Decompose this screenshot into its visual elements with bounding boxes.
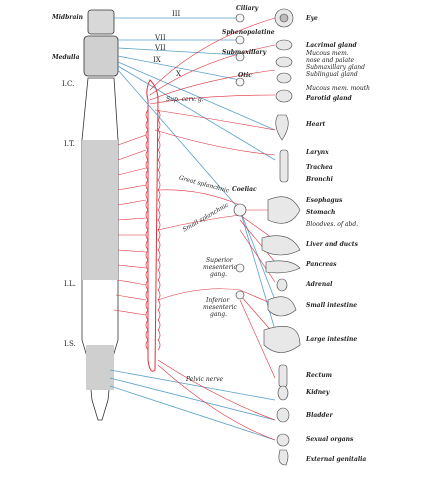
label-ciliary: Ciliary [236, 6, 258, 12]
organ-label-bladder: Bladder [306, 413, 333, 419]
otic-ganglion [236, 78, 244, 86]
nose-shape [276, 57, 292, 67]
superior-mesenteric-ganglion [236, 264, 244, 272]
label-il: I.L. [64, 280, 76, 288]
label-infmes-3: gang. [210, 312, 227, 318]
organ-label-stomach: Stomach [306, 210, 335, 216]
label-submaxillary: Submaxillary [222, 50, 266, 56]
stomach-shape [268, 197, 300, 224]
organ-label-esophagus: Esophagus [306, 198, 342, 204]
small-intestine-shape [268, 297, 296, 316]
parotid-shape [276, 90, 292, 102]
label-pelvic-nerve: Pelvic nerve [186, 377, 223, 383]
label-ic: I.C. [62, 80, 74, 88]
organ-label-sexual-organs: Sexual organs [306, 437, 353, 443]
organ-label-bronchi: Bronchi [306, 177, 333, 183]
organ-label-heart: Heart [306, 122, 325, 128]
pancreas-shape [266, 261, 300, 273]
coeliac-ganglion [234, 204, 246, 216]
sacral-shading [86, 345, 114, 390]
thoracolumbar-shading [82, 140, 118, 280]
inferior-mesenteric-ganglion [236, 291, 244, 299]
kidney-shape [278, 386, 288, 400]
organ-label-parotid: Parotid gland [306, 96, 352, 102]
organ-label-rectum: Rectum [306, 373, 332, 379]
medulla-segment [84, 36, 118, 76]
trachea-shape [280, 150, 288, 182]
lacrimal-shape [276, 40, 292, 50]
label-supmes-3: gang. [210, 272, 227, 278]
organ-label-trachea: Trachea [306, 165, 333, 171]
label-sup-cerv: Sup. cerv. g. [166, 97, 204, 103]
spinal-cord [82, 10, 118, 420]
organ-label-lacrimal: Lacrimal gland [306, 43, 357, 49]
organ-label-small-intestine: Small intestine [306, 303, 357, 309]
label-nerve-vii: VII [155, 34, 166, 42]
label-nerve-vii2: VII [155, 44, 166, 52]
label-nerve-ix: IX [153, 56, 161, 64]
organ-label-sublingual: Sublingual gland [306, 72, 358, 78]
organ-label-eye: Eye [306, 16, 318, 22]
organ-label-adrenal: Adrenal [306, 282, 332, 288]
large-intestine-shape [264, 326, 300, 352]
label-it: I.T. [64, 140, 75, 148]
organ-label-larynx: Larynx [306, 150, 329, 156]
label-nerve-iii: III [172, 10, 180, 18]
bladder-shape [277, 408, 289, 422]
label-nerve-x: X [176, 70, 181, 78]
sphenopalatine-ganglion [236, 36, 244, 44]
organ-label-kidney: Kidney [306, 390, 329, 396]
label-otic: Otic [238, 73, 252, 79]
organ-label-liver: Liver and ducts [306, 242, 358, 248]
submax-gland-shape [277, 73, 291, 83]
organ-label-large-intestine: Large intestine [306, 337, 357, 343]
sexual-organs-shape [277, 434, 289, 446]
liver-shape [262, 236, 300, 255]
label-medulla: Medulla [52, 55, 79, 61]
ciliary-ganglion [236, 14, 244, 22]
heart-shape [276, 115, 289, 140]
ganglia [234, 14, 246, 299]
organ-label-pancreas: Pancreas [306, 262, 337, 268]
label-sphenopalatine: Sphenopalatine [222, 30, 275, 36]
rectum-shape [279, 365, 287, 387]
adrenal-shape [277, 279, 287, 291]
organ-label-bloodves: Bloodves. of abd. [306, 222, 358, 228]
midbrain-segment [88, 10, 114, 34]
genitalia-shape [279, 450, 288, 465]
sympathetic-chain [147, 80, 158, 371]
label-midbrain: Midbrain [52, 15, 83, 21]
organ-label-mucous-mouth: Mucous mem. mouth [306, 86, 370, 92]
label-coeliac: Coeliac [232, 187, 257, 193]
label-is: I.S. [64, 340, 76, 348]
organ-label-genitalia: External genitalia [306, 457, 366, 463]
organs-drawings [262, 9, 300, 465]
